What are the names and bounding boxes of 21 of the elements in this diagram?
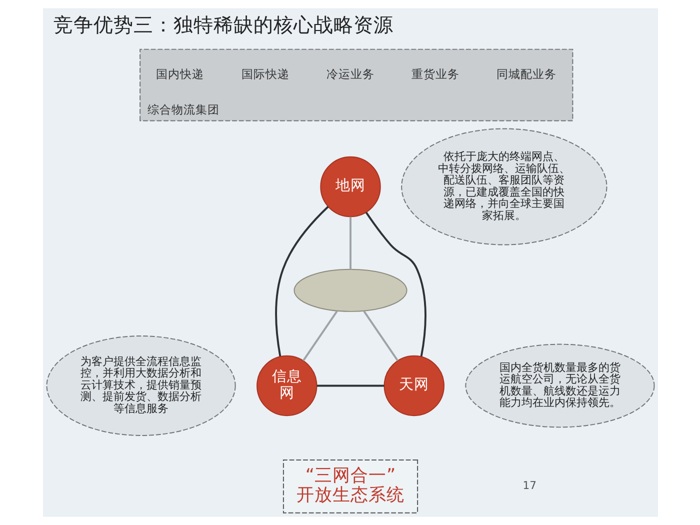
node-text: 国内快递 bbox=[156, 66, 204, 81]
node-text: 冷运业务 bbox=[326, 66, 374, 81]
connector bbox=[274, 206, 328, 356]
diagram-title: 竞争优势三：独特稀缺的核心战略资源 bbox=[53, 14, 394, 37]
node-ellipse: 国内全货机数量最多的货运航空公司，无论从全货机数量、航线数还是运力能力均在业内保持领先。 bbox=[464, 344, 654, 428]
node-ellipse: 依托于庞大的终端网点、中转分拨网络、运输队伍、配送队伍、客服团队等资源，已建成覆盖全国的快递网络，并向全球主要国家拓展。 bbox=[400, 128, 607, 246]
node-circle: 信息网 bbox=[256, 355, 317, 416]
node-text: 国际快递 bbox=[240, 66, 289, 81]
node-text: 重货业务 bbox=[411, 66, 460, 81]
connector bbox=[349, 216, 351, 270]
node-text: 同城配业务 bbox=[496, 66, 556, 81]
connector bbox=[362, 310, 398, 362]
node-ellipse: 为客户提供全流程信息监控，并利用大数据分析和云计算技术，提供销量预测、提前发货、数据分析等信息服务 bbox=[46, 336, 236, 436]
connector bbox=[302, 310, 338, 362]
node-circle: 天网 bbox=[383, 355, 444, 416]
connector bbox=[316, 384, 384, 387]
connector bbox=[364, 212, 426, 357]
node-circle: 地网 bbox=[320, 156, 380, 218]
node-box: “三网合一”开放生态系统 bbox=[282, 460, 418, 514]
label: 17 bbox=[522, 479, 536, 492]
node-person bbox=[293, 268, 407, 312]
